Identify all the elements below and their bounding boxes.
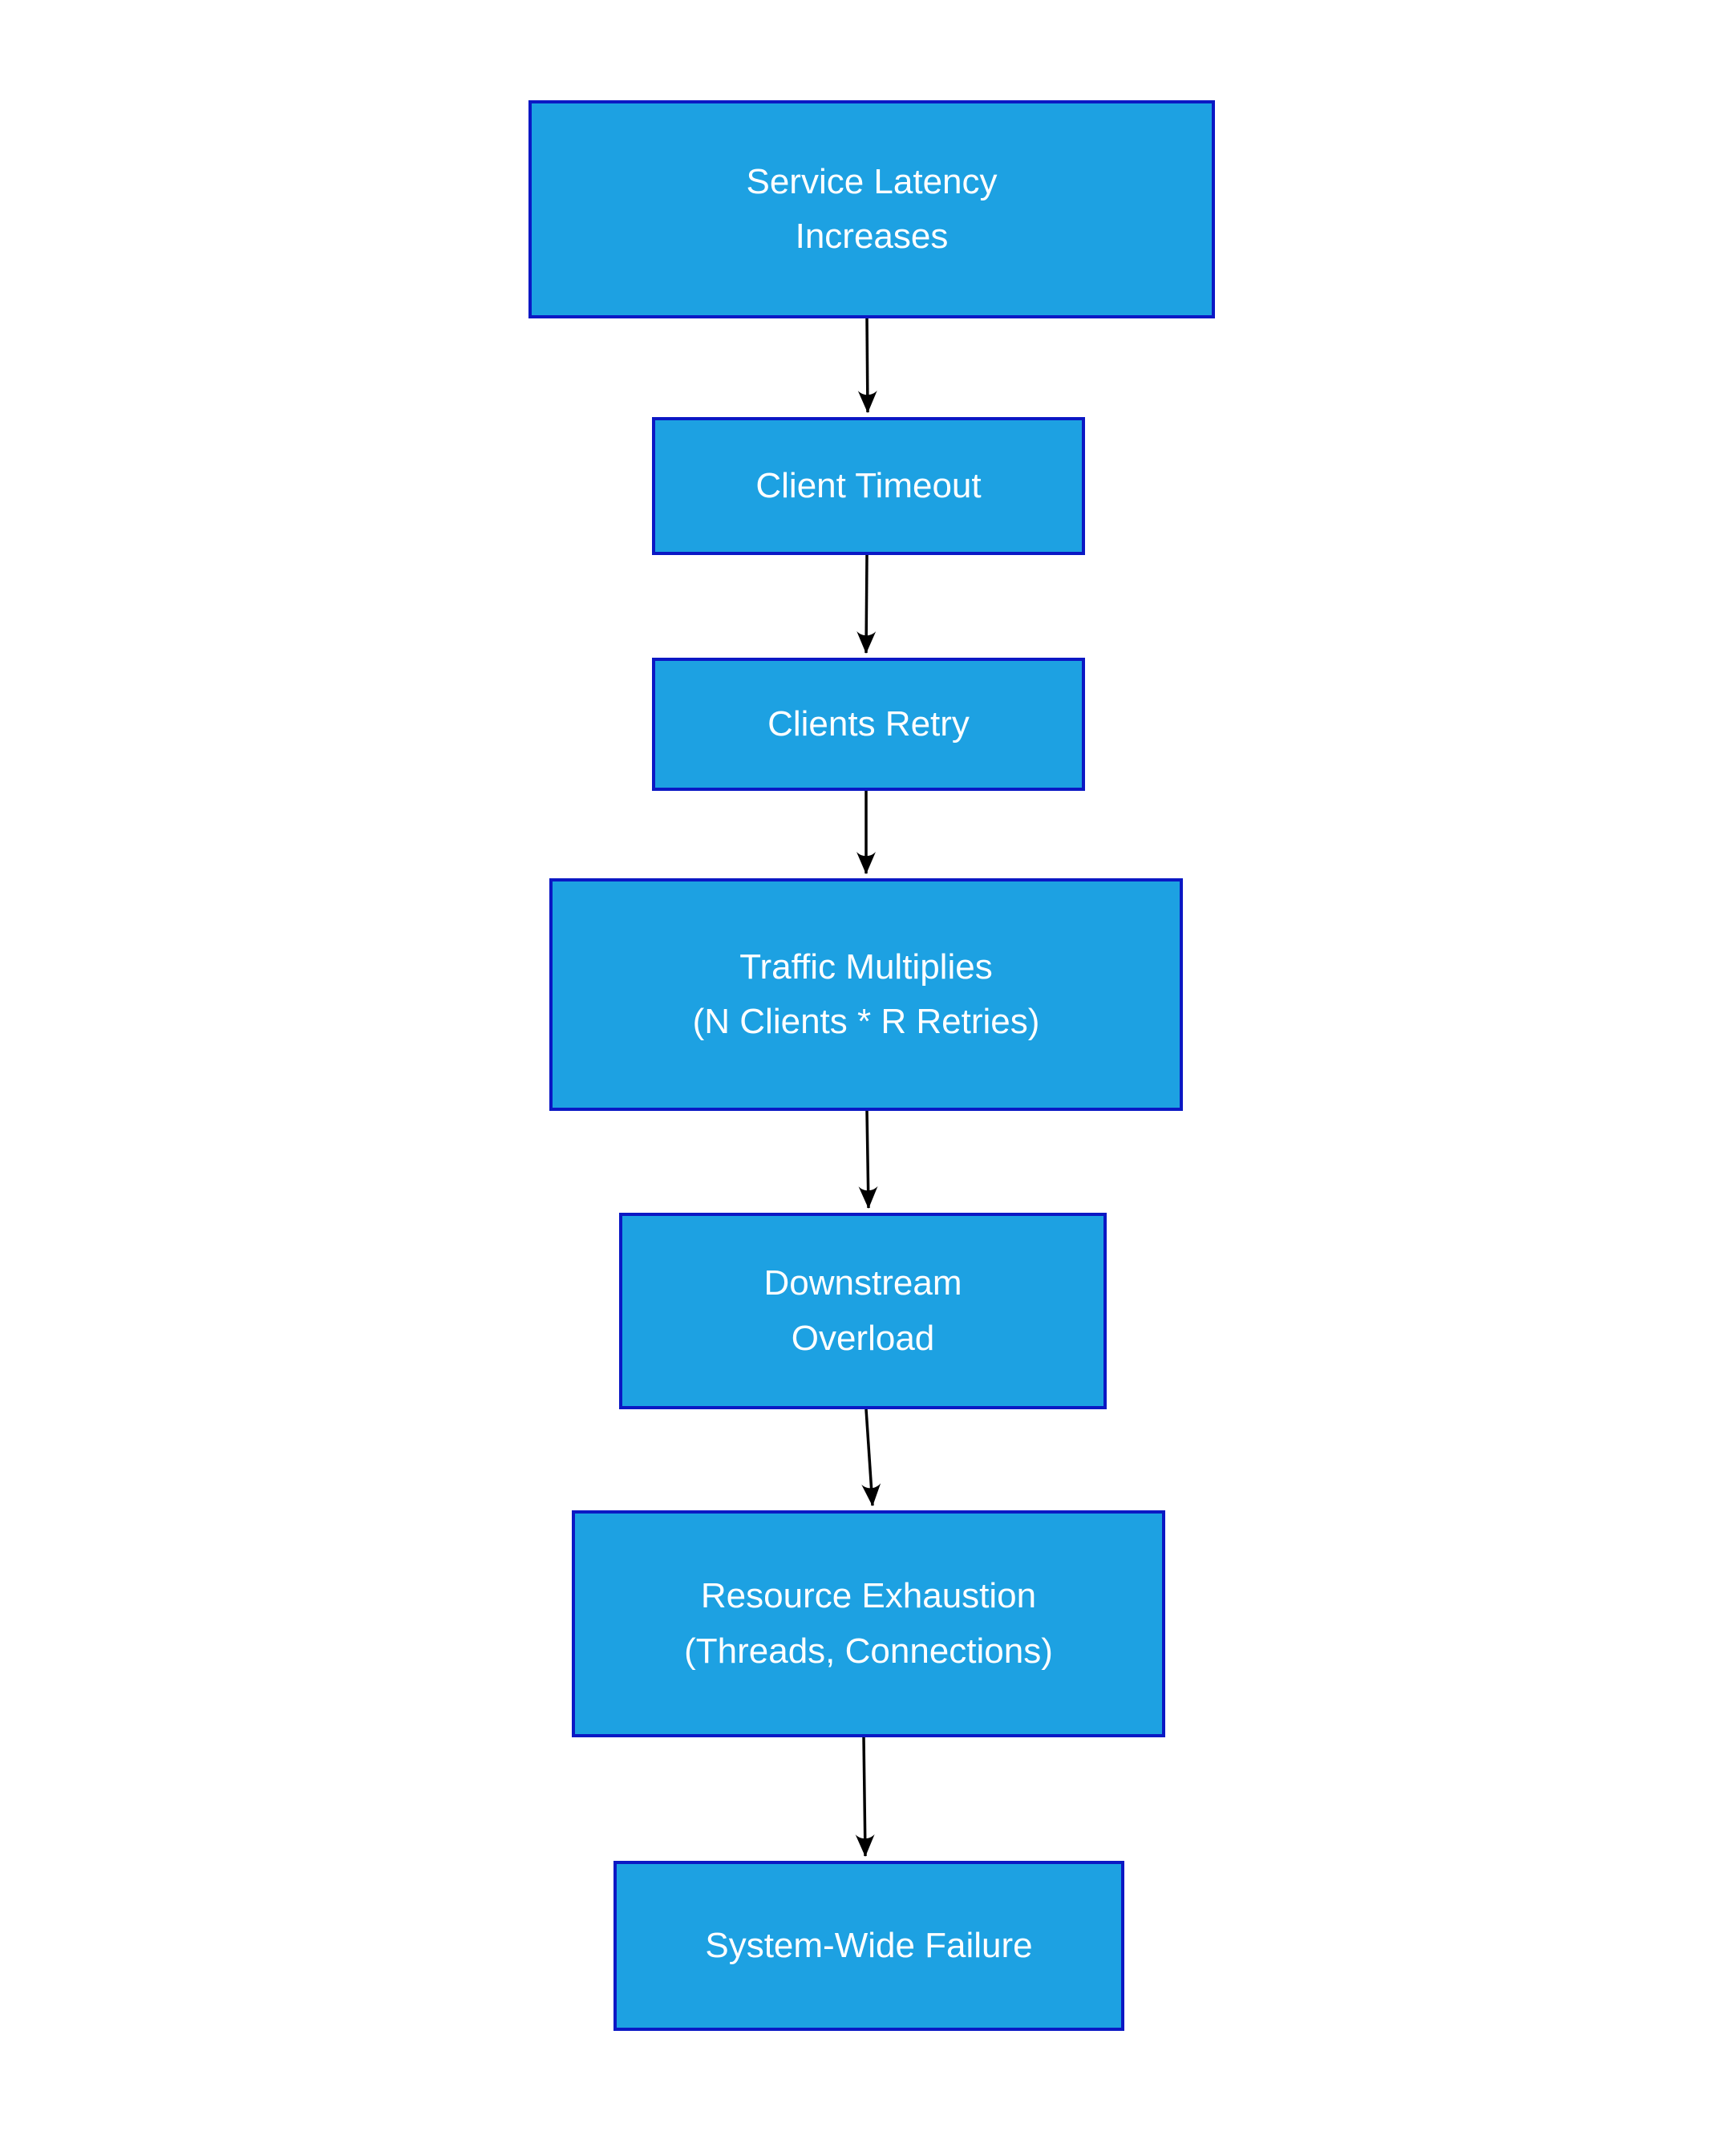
node-clients-retry: Clients Retry bbox=[652, 658, 1085, 791]
node-label-line: Traffic Multiplies bbox=[739, 946, 993, 987]
node-resource-exhaustion: Resource Exhaustion (Threads, Connection… bbox=[572, 1510, 1165, 1737]
node-downstream-overload: Downstream Overload bbox=[619, 1213, 1107, 1409]
node-label-line: Service Latency bbox=[746, 161, 998, 201]
node-label-line: (Threads, Connections) bbox=[684, 1631, 1053, 1671]
arrow-service-latency-to-client-timeout bbox=[857, 318, 877, 413]
node-client-timeout: Client Timeout bbox=[652, 417, 1085, 555]
arrow-downstream-overload-to-resource-exhaustion bbox=[861, 1408, 881, 1506]
node-label-line: Overload bbox=[791, 1318, 935, 1358]
node-label-line: (N Clients * R Retries) bbox=[692, 1002, 1040, 1041]
node-system-wide-failure: System-Wide Failure bbox=[613, 1861, 1124, 2031]
node-label-line: Downstream bbox=[763, 1263, 962, 1303]
arrow-client-timeout-to-clients-retry bbox=[856, 554, 877, 654]
node-traffic-multiplies: Traffic Multiplies (N Clients * R Retrie… bbox=[549, 878, 1183, 1111]
node-label-line: Clients Retry bbox=[767, 703, 970, 744]
node-label-line: Increases bbox=[795, 217, 949, 256]
node-label-line: Resource Exhaustion bbox=[700, 1576, 1037, 1616]
node-label-line: System-Wide Failure bbox=[705, 1925, 1033, 1965]
arrow-traffic-multiplies-to-downstream-overload bbox=[858, 1110, 878, 1209]
node-service-latency-increases: Service Latency Increases bbox=[528, 100, 1215, 318]
node-label-line: Client Timeout bbox=[755, 465, 982, 505]
arrow-resource-exhaustion-to-system-wide-failure bbox=[855, 1737, 875, 1857]
